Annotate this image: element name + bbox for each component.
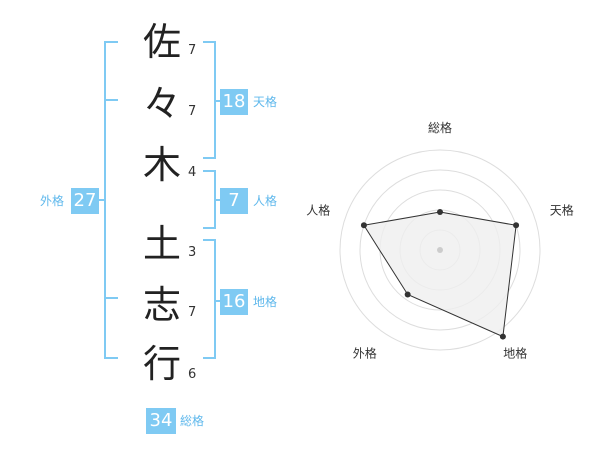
- name-char-2: 々: [142, 82, 181, 126]
- stroke-count-6: 6: [188, 367, 197, 382]
- name-char-5: 志: [142, 283, 181, 327]
- gaikaku-value: 27: [71, 188, 99, 214]
- stroke-count-3: 4: [188, 165, 197, 180]
- name-char-6: 行: [142, 342, 181, 386]
- radar-point: [499, 333, 506, 340]
- soukaku-value: 34: [146, 408, 176, 434]
- radar-grid-ring: [339, 149, 541, 351]
- soukaku-label: 総格: [180, 414, 205, 428]
- radar-points: [360, 209, 520, 340]
- jinkaku-value: 7: [220, 188, 248, 214]
- radar-axis-label-jinkaku: 人格: [306, 202, 330, 217]
- stroke-count-5: 7: [188, 305, 197, 320]
- stroke-count-4: 3: [188, 245, 197, 260]
- stroke-count-1: 7: [188, 43, 197, 58]
- name-char-3: 木: [142, 143, 181, 187]
- radar-center-dot: [437, 247, 443, 253]
- radar-point: [360, 222, 367, 229]
- chikaku-value: 16: [220, 289, 248, 315]
- radar-point: [404, 291, 411, 298]
- name-char-1: 佐: [142, 20, 181, 64]
- gaikaku-bracket-tick-upper: [104, 99, 118, 101]
- gaikaku-bracket-stub: [98, 199, 106, 201]
- radar-area: [363, 211, 517, 338]
- name-char-4: 土: [142, 222, 181, 266]
- radar-axis-label-soukaku: 総格: [428, 120, 452, 135]
- radar-point: [513, 222, 520, 229]
- chikaku-bracket: [203, 239, 216, 359]
- radar-axis-label-chikaku: 地格: [503, 346, 527, 361]
- jinkaku-bracket-stub: [214, 199, 222, 201]
- radar-axis-label-gaikaku: 外格: [353, 346, 377, 361]
- tenkaku-label: 天格: [253, 95, 278, 109]
- radar-axis-label-tenkaku: 天格: [550, 202, 574, 217]
- stroke-count-2: 7: [188, 104, 197, 119]
- jinkaku-label: 人格: [253, 194, 278, 208]
- gaikaku-bracket-tick-lower: [104, 297, 118, 299]
- chikaku-bracket-stub: [214, 300, 222, 302]
- radar-point: [437, 209, 443, 215]
- chikaku-label: 地格: [253, 295, 278, 309]
- radar-grid-ring: [359, 169, 521, 331]
- gaikaku-label: 外格: [40, 194, 65, 208]
- tenkaku-value: 18: [220, 89, 248, 115]
- tenkaku-bracket-stub: [214, 100, 222, 102]
